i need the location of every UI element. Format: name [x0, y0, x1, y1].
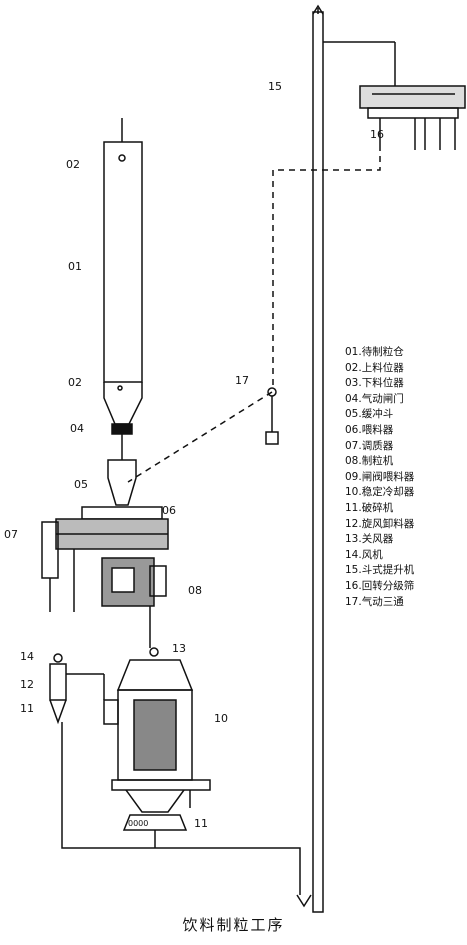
pneumatic-three-way: [265, 387, 279, 445]
legend-item: 17.气动三通: [345, 595, 404, 608]
callout-11b: 11: [194, 817, 208, 830]
conditioner: [41, 506, 169, 612]
diverter-line-dashed: [127, 391, 273, 483]
callout-01: 01: [68, 260, 82, 273]
callout-06: 06: [162, 504, 176, 517]
legend-item: 13.关风器: [345, 533, 394, 546]
legend-item: 07.调质器: [345, 439, 394, 452]
legend-item: 09.闸阀喂料器: [345, 470, 415, 483]
legend-item: 14.风机: [345, 548, 383, 561]
crusher-tag: 0000: [128, 819, 148, 828]
buffer-hopper: [107, 459, 137, 506]
callout-02: 02: [66, 158, 80, 171]
conveying-pipe: [61, 722, 301, 895]
callout-12: 12: [20, 678, 34, 691]
callout-07: 07: [4, 528, 18, 541]
granulation-silo: [103, 118, 143, 460]
crusher: [122, 814, 188, 846]
bucket-elevator: [296, 4, 396, 913]
callout-02b: 02: [68, 376, 82, 389]
callout-08: 08: [188, 584, 202, 597]
legend-item: 11.破碎机: [345, 501, 394, 514]
legend-item: 08.制粒机: [345, 455, 394, 468]
callout-14: 14: [20, 650, 34, 663]
legend-item: 02.上料位器: [345, 361, 404, 374]
callout-15: 15: [268, 80, 282, 93]
callout-16: 16: [370, 128, 384, 141]
callout-04: 04: [70, 422, 84, 435]
legend-item: 10.稳定冷却器: [345, 486, 415, 499]
return-line-dashed: [272, 145, 381, 390]
legend-item: 05.缓冲斗: [345, 408, 394, 421]
rotary-classifier-screen: [359, 85, 466, 150]
equipment-legend: 01.待制粒仓 02.上料位器 03.下料位器 04.气动闸门 05.缓冲斗 0…: [345, 345, 467, 610]
legend-item: 15.斗式提升机: [345, 564, 415, 577]
callout-17: 17: [235, 374, 249, 387]
legend-item: 12.旋风卸料器: [345, 517, 415, 530]
cyclone-separator: [49, 653, 105, 725]
legend-item: 03.下料位器: [345, 377, 404, 390]
legend-item: 04.气动闸门: [345, 392, 404, 405]
callout-11: 11: [20, 702, 34, 715]
callout-05: 05: [74, 478, 88, 491]
legend-item: 06.喂料器: [345, 423, 394, 436]
callout-10: 10: [214, 712, 228, 725]
stabilizing-cooler: [103, 647, 211, 813]
diagram-caption: 饮料制粒工序: [182, 916, 285, 934]
legend-item: 16.回转分级筛: [345, 579, 415, 592]
pellet-mill: [101, 557, 167, 648]
legend-item: 01.待制粒仓: [345, 346, 404, 358]
callout-13: 13: [172, 642, 186, 655]
